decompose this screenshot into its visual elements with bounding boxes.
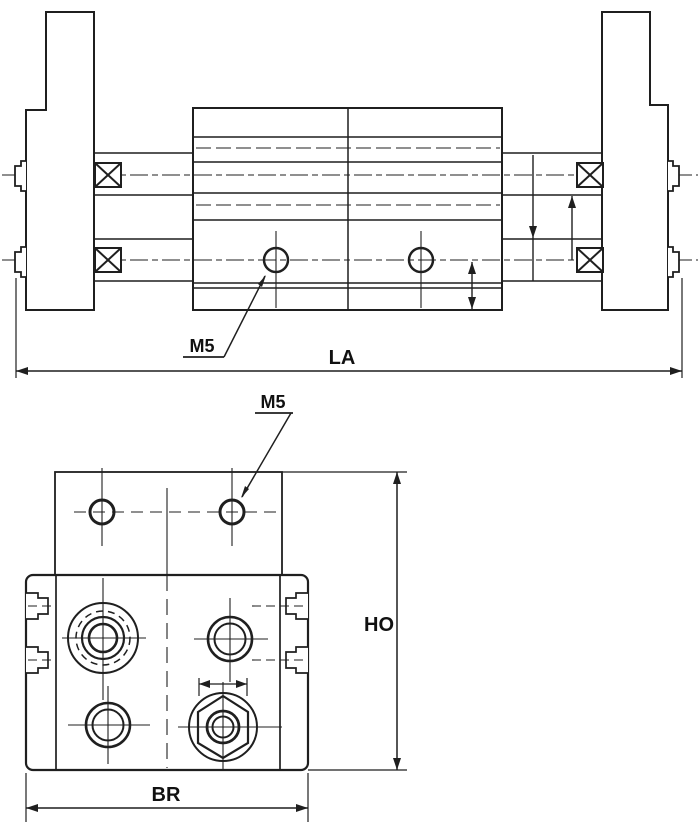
body-height-arrow bbox=[468, 262, 476, 309]
down-arrowhead bbox=[529, 226, 537, 238]
bolt-head-left-upper bbox=[14, 160, 26, 192]
bore-top-right bbox=[194, 598, 268, 682]
thread-label-m5-side: M5 bbox=[189, 336, 214, 356]
left-end-bracket bbox=[25, 11, 95, 311]
slot-centerlines bbox=[28, 605, 306, 661]
m5-hole-end-right bbox=[218, 498, 246, 526]
seal-symbol-left-upper bbox=[94, 162, 122, 188]
arrowhead-left bbox=[199, 680, 210, 688]
bolt-head-right-lower bbox=[668, 246, 680, 278]
hex-socket bbox=[196, 694, 250, 760]
br-arrowhead-right bbox=[296, 804, 308, 812]
m5-callout-side: M5 bbox=[183, 275, 266, 358]
bolt-head-right-upper bbox=[668, 160, 680, 192]
ho-dimension: HO bbox=[282, 471, 407, 771]
la-dimension: LA bbox=[15, 278, 683, 378]
arrowhead-down bbox=[468, 297, 476, 309]
la-arrowhead-right bbox=[670, 367, 682, 375]
m5-leader-arrowhead bbox=[258, 275, 266, 287]
bore-bottom-right-hex bbox=[178, 682, 282, 770]
ho-dim-label: HO bbox=[364, 614, 394, 636]
up-arrowhead bbox=[568, 196, 576, 208]
ho-arrowhead-top bbox=[393, 472, 401, 484]
bore-centerlines bbox=[196, 147, 500, 206]
la-dim-label: LA bbox=[329, 347, 356, 369]
bore-bottom-left bbox=[68, 686, 150, 764]
bolt-head-left-lower bbox=[14, 246, 26, 278]
left-tube-lines bbox=[94, 152, 193, 282]
bore-top-left bbox=[62, 578, 146, 700]
arrowhead-right bbox=[236, 680, 247, 688]
m5-leader-line bbox=[223, 275, 266, 358]
right-tube-lines bbox=[502, 152, 602, 282]
slide-body bbox=[192, 107, 503, 311]
m5-leader-line bbox=[241, 412, 292, 498]
seal-symbol-right-lower bbox=[576, 247, 604, 273]
m5-leader-arrowhead bbox=[241, 486, 249, 498]
thread-circle bbox=[75, 610, 131, 666]
ho-arrowhead-bottom bbox=[393, 758, 401, 770]
hex-width-dimension bbox=[198, 678, 248, 696]
br-dimension: BR bbox=[25, 773, 309, 822]
slide-body-lines bbox=[193, 108, 502, 310]
thread-label-m5-end: M5 bbox=[260, 392, 285, 412]
right-end-bracket bbox=[601, 11, 669, 311]
la-arrowhead-left bbox=[16, 367, 28, 375]
m5-hole-end-left bbox=[88, 498, 116, 526]
br-arrowhead-left bbox=[26, 804, 38, 812]
seal-symbols bbox=[94, 162, 604, 273]
port-position-arrows bbox=[529, 155, 576, 281]
br-dim-label: BR bbox=[152, 784, 181, 806]
seal-symbol-left-lower bbox=[94, 247, 122, 273]
rod-end-bolts bbox=[14, 160, 680, 278]
arrowhead-up bbox=[468, 262, 476, 274]
m5-callout-end: M5 bbox=[241, 392, 293, 498]
end-view: M5 HO BR bbox=[24, 392, 407, 822]
seal-symbol-right-upper bbox=[576, 162, 604, 188]
side-view: M5 LA bbox=[2, 11, 698, 378]
